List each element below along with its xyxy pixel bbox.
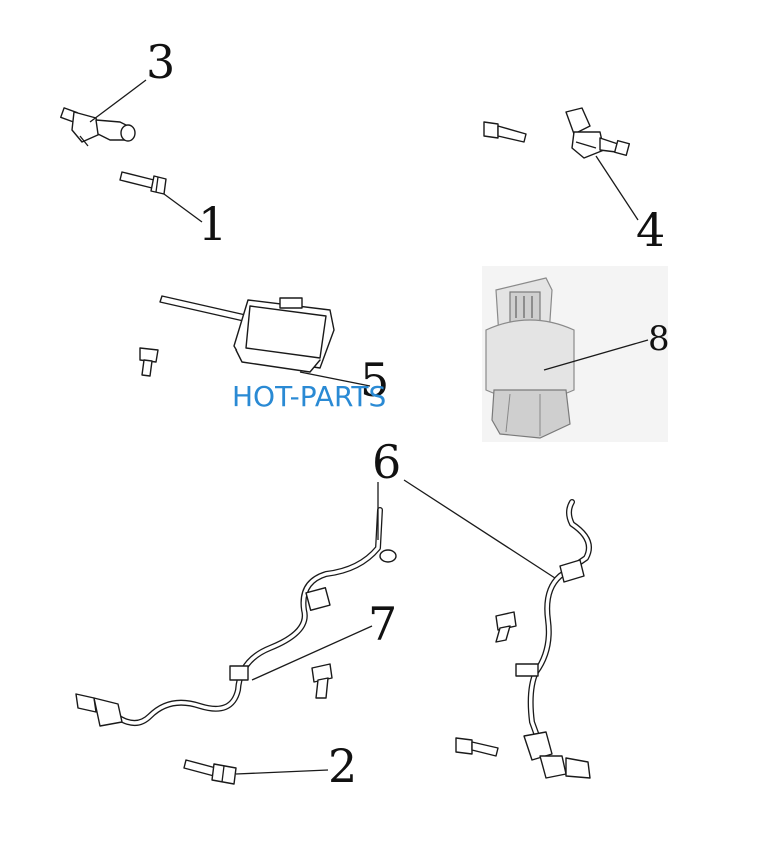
bolt-part-1	[119, 171, 167, 195]
callout-4: 4	[636, 203, 665, 257]
callout-8: 8	[648, 319, 670, 359]
leader-1	[163, 193, 203, 223]
module-part-5	[159, 295, 335, 373]
bolt-part-7	[311, 663, 333, 699]
leader-5	[299, 371, 371, 387]
bolt-part-2	[183, 759, 237, 785]
pressure-switch-part-8	[482, 266, 668, 442]
bolt-top-right	[483, 121, 527, 143]
callout-7: 7	[368, 597, 397, 651]
leader-3	[89, 79, 147, 123]
leader-6-right	[403, 479, 559, 581]
sensor-part-3	[60, 107, 136, 147]
bolt-near-5	[139, 347, 159, 377]
leader-8	[543, 339, 649, 371]
leader-4	[595, 155, 639, 221]
sensor-part-4	[565, 107, 631, 159]
callout-6: 6	[372, 435, 401, 489]
bolt-right-upper	[495, 611, 517, 643]
bolt-right-lower	[455, 737, 499, 757]
callout-2: 2	[328, 739, 357, 793]
watermark: HOT-PARTS	[232, 380, 386, 413]
harness-right	[515, 499, 592, 779]
harness-left	[75, 507, 397, 727]
callout-3: 3	[146, 35, 175, 89]
leader-2	[235, 769, 329, 775]
leader-7	[251, 625, 373, 681]
callout-1: 1	[198, 197, 227, 251]
callout-5: 5	[360, 353, 389, 407]
